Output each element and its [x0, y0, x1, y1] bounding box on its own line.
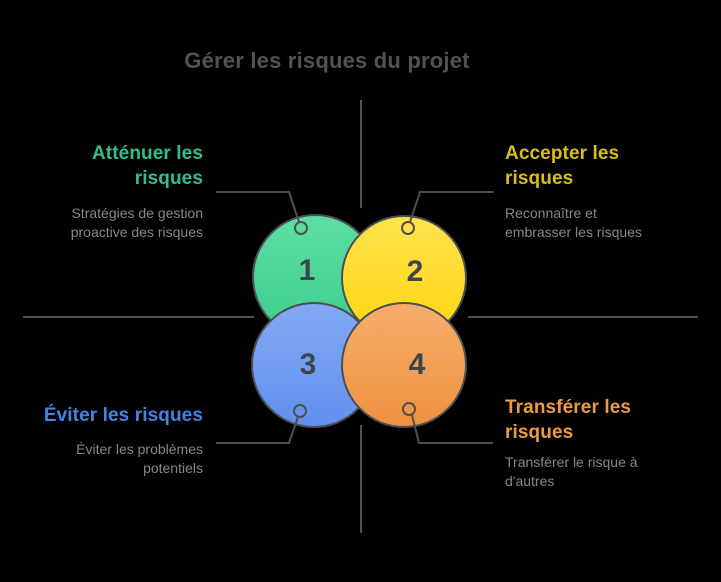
quadrant-transferer: Transférer les risques Transférer le ris… [505, 395, 695, 491]
connector-transferer [411, 414, 493, 444]
quadrant-description-transferer: Transférer le risque à d'autres [505, 454, 638, 489]
page-title: Gérer les risques du projet [184, 48, 470, 73]
circle-number-2: 2 [407, 255, 424, 288]
ring-anchor-attenuer [294, 221, 308, 235]
quadrant-heading-eviter: Éviter les risques [43, 405, 203, 426]
quadrant-heading-transferer: Transférer les risques [505, 397, 632, 443]
circle-number-4: 4 [409, 348, 426, 381]
quadrant-description-eviter: Éviter les problèmes potentiels [76, 441, 203, 476]
ring-anchor-accepter [401, 221, 415, 235]
quadrant-eviter: Éviter les risques Éviter les problèmes … [13, 403, 203, 478]
quadrant-description-attenuer: Stratégies de gestion proactive des risq… [70, 205, 203, 240]
quadrant-description-accepter: Reconnaître et embrasser les risques [505, 205, 642, 240]
quadrant-heading-accepter: Accepter les risques [505, 143, 620, 189]
circle-transferer [341, 302, 467, 428]
circle-number-3: 3 [300, 348, 317, 381]
connector-accepter [409, 191, 494, 223]
connector-attenuer [216, 191, 300, 223]
connector-eviter [216, 416, 299, 444]
circle-number-1: 1 [299, 254, 316, 287]
quadrant-attenuer: Atténuer les risques Stratégies de gesti… [13, 141, 203, 242]
ring-anchor-transferer [402, 402, 416, 416]
quadrant-accepter: Accepter les risques Reconnaître et embr… [505, 141, 695, 242]
ring-anchor-eviter [293, 404, 307, 418]
quadrant-heading-attenuer: Atténuer les risques [91, 143, 203, 189]
